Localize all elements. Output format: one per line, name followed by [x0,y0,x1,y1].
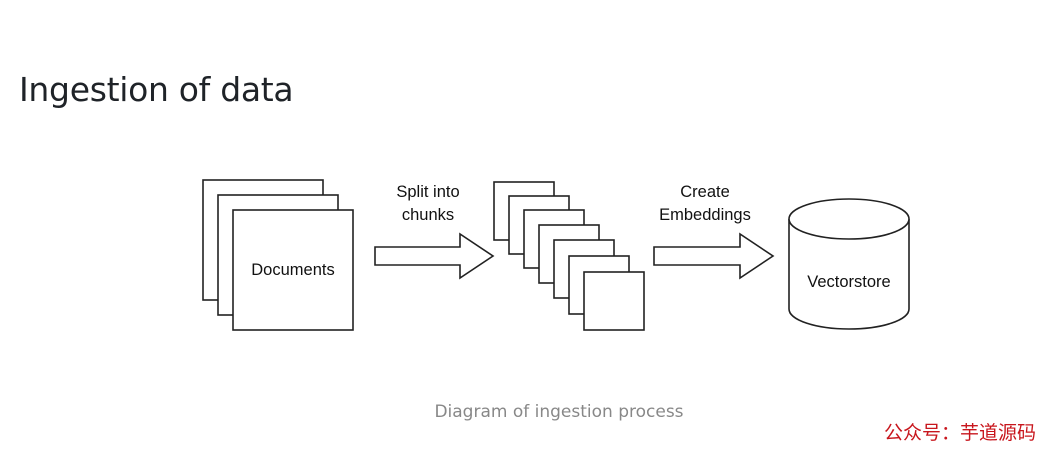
split-arrow-icon [374,232,495,280]
document-page-front [232,209,354,331]
split-edge: Split into chunks [374,183,495,280]
chunks-node [493,181,645,331]
documents-node: Documents [202,179,354,331]
cylinder-body [788,219,910,330]
section-heading: Ingestion of data [19,70,294,109]
vectorstore-label: Vectorstore [807,273,890,291]
split-label-line1: Split into [396,183,459,201]
split-label-line2: chunks [402,206,454,224]
embed-edge: Create Embeddings [653,183,775,280]
documents-label: Documents [251,261,334,279]
watermark-text: 公众号：芋道源码 [883,422,1036,444]
embed-label-line1: Create [680,183,730,201]
vectorstore-node: Vectorstore [788,198,910,330]
embed-label-line2: Embeddings [659,206,751,224]
chunk [583,271,645,331]
cylinder-top [788,198,910,240]
embed-arrow-icon [653,232,775,280]
diagram-caption: Diagram of ingestion process [434,402,684,422]
